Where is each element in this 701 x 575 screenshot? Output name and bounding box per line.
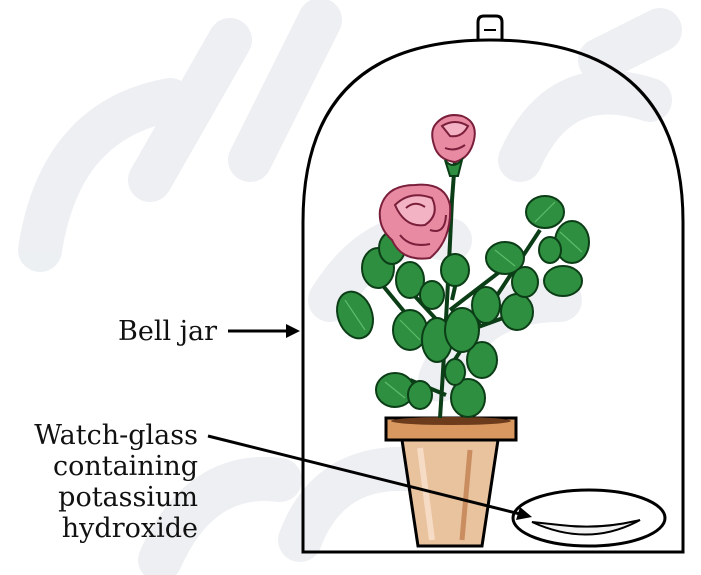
flower-pot-icon [384, 416, 518, 548]
rose-bud [431, 114, 476, 164]
bell-jar-icon [301, 14, 685, 554]
watch-glass-label-line: Watch-glass [34, 420, 198, 451]
bell-jar-label: Bell jar [118, 316, 218, 347]
rose-bloom [378, 183, 452, 260]
watch-glass-label-line: potassium [58, 482, 198, 513]
watch-glass-pointer [207, 434, 525, 517]
rose-plant-icon [336, 114, 590, 419]
watch-glass-label: Watch-glass containing potassium hydroxi… [34, 420, 198, 544]
watch-glass-icon [511, 488, 667, 548]
watch-glass-label-line: hydroxide [61, 513, 198, 544]
watch-glass-label-line: containing [52, 451, 198, 482]
pointer-lines [207, 324, 532, 520]
